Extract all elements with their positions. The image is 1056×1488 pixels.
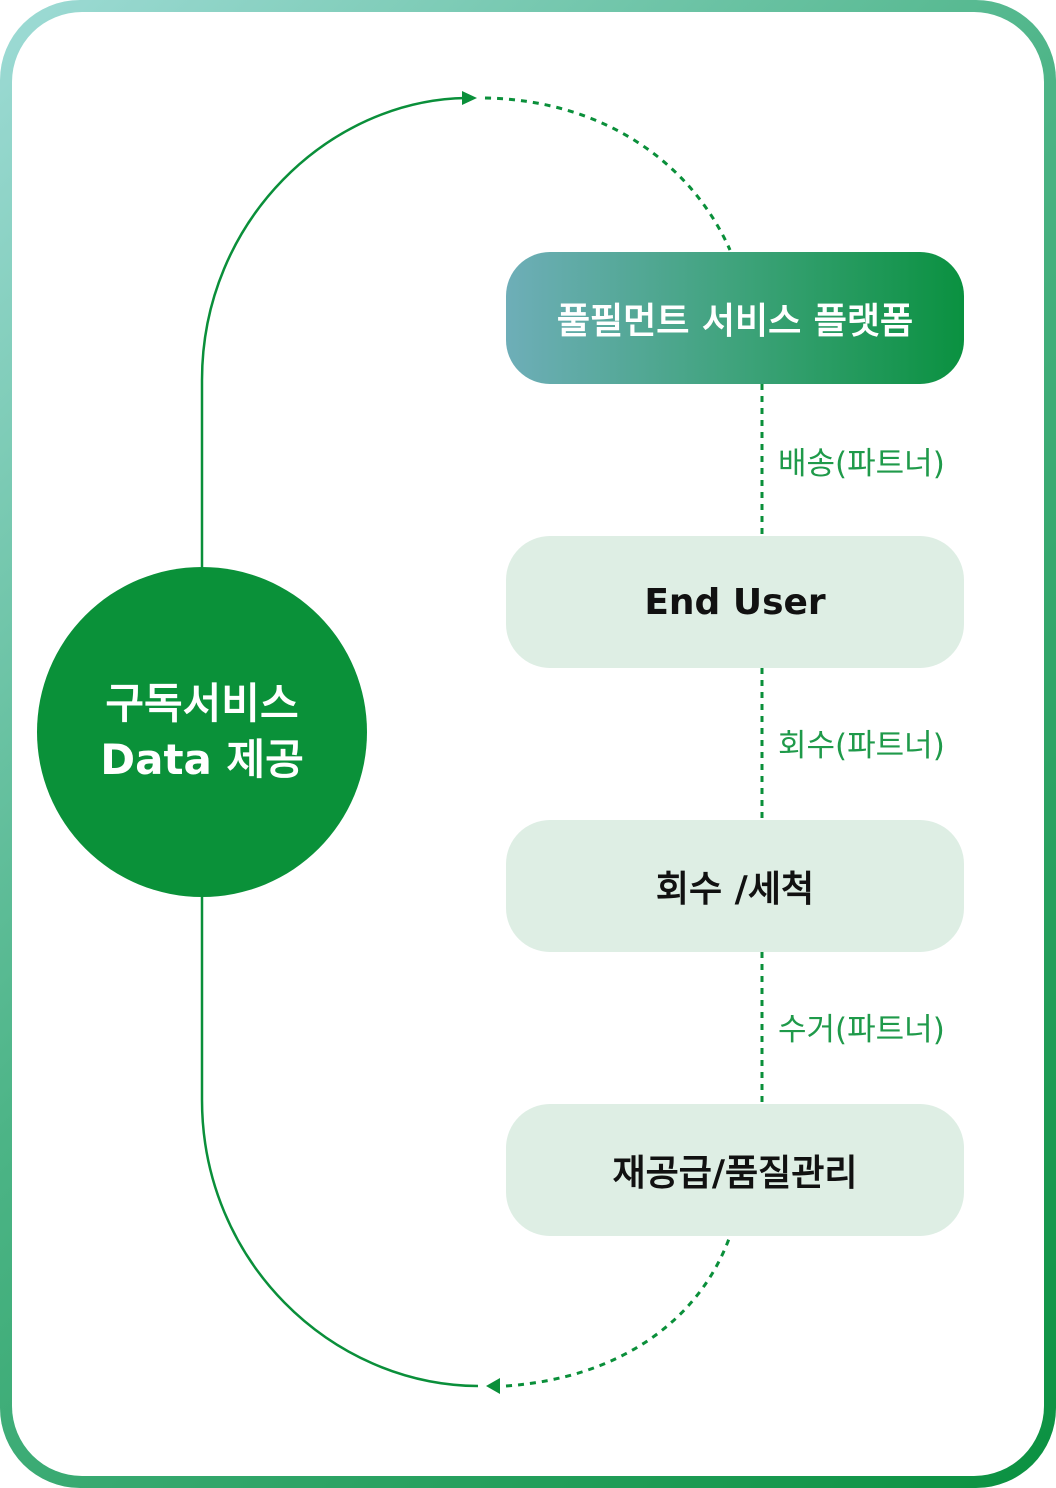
center-line1: 구독서비스 bbox=[105, 679, 299, 728]
step-fulfillment-platform: 풀필먼트 서비스 플랫폼 bbox=[506, 252, 964, 384]
connector-label-return: 회수(파트너) bbox=[778, 728, 945, 764]
loop-line-top bbox=[200, 96, 467, 567]
arrow-head-top bbox=[462, 91, 477, 105]
connector-label-pickup: 수거(파트너) bbox=[778, 1012, 945, 1048]
step-end-user: End User bbox=[506, 536, 964, 668]
center-line2: Data 제공 bbox=[100, 735, 304, 784]
dashed-arc-top bbox=[484, 96, 732, 251]
connector-label-delivery: 배송(파트너) bbox=[778, 446, 945, 482]
arrow-head-bottom bbox=[486, 1378, 500, 1394]
step-resupply-qc: 재공급/품질관리 bbox=[506, 1104, 964, 1236]
loop-line-bottom bbox=[200, 897, 479, 1388]
center-circle: 구독서비스 Data 제공 bbox=[37, 567, 367, 897]
step-collect-wash: 회수 /세척 bbox=[506, 820, 964, 952]
dashed-arc-bottom bbox=[505, 1235, 732, 1388]
